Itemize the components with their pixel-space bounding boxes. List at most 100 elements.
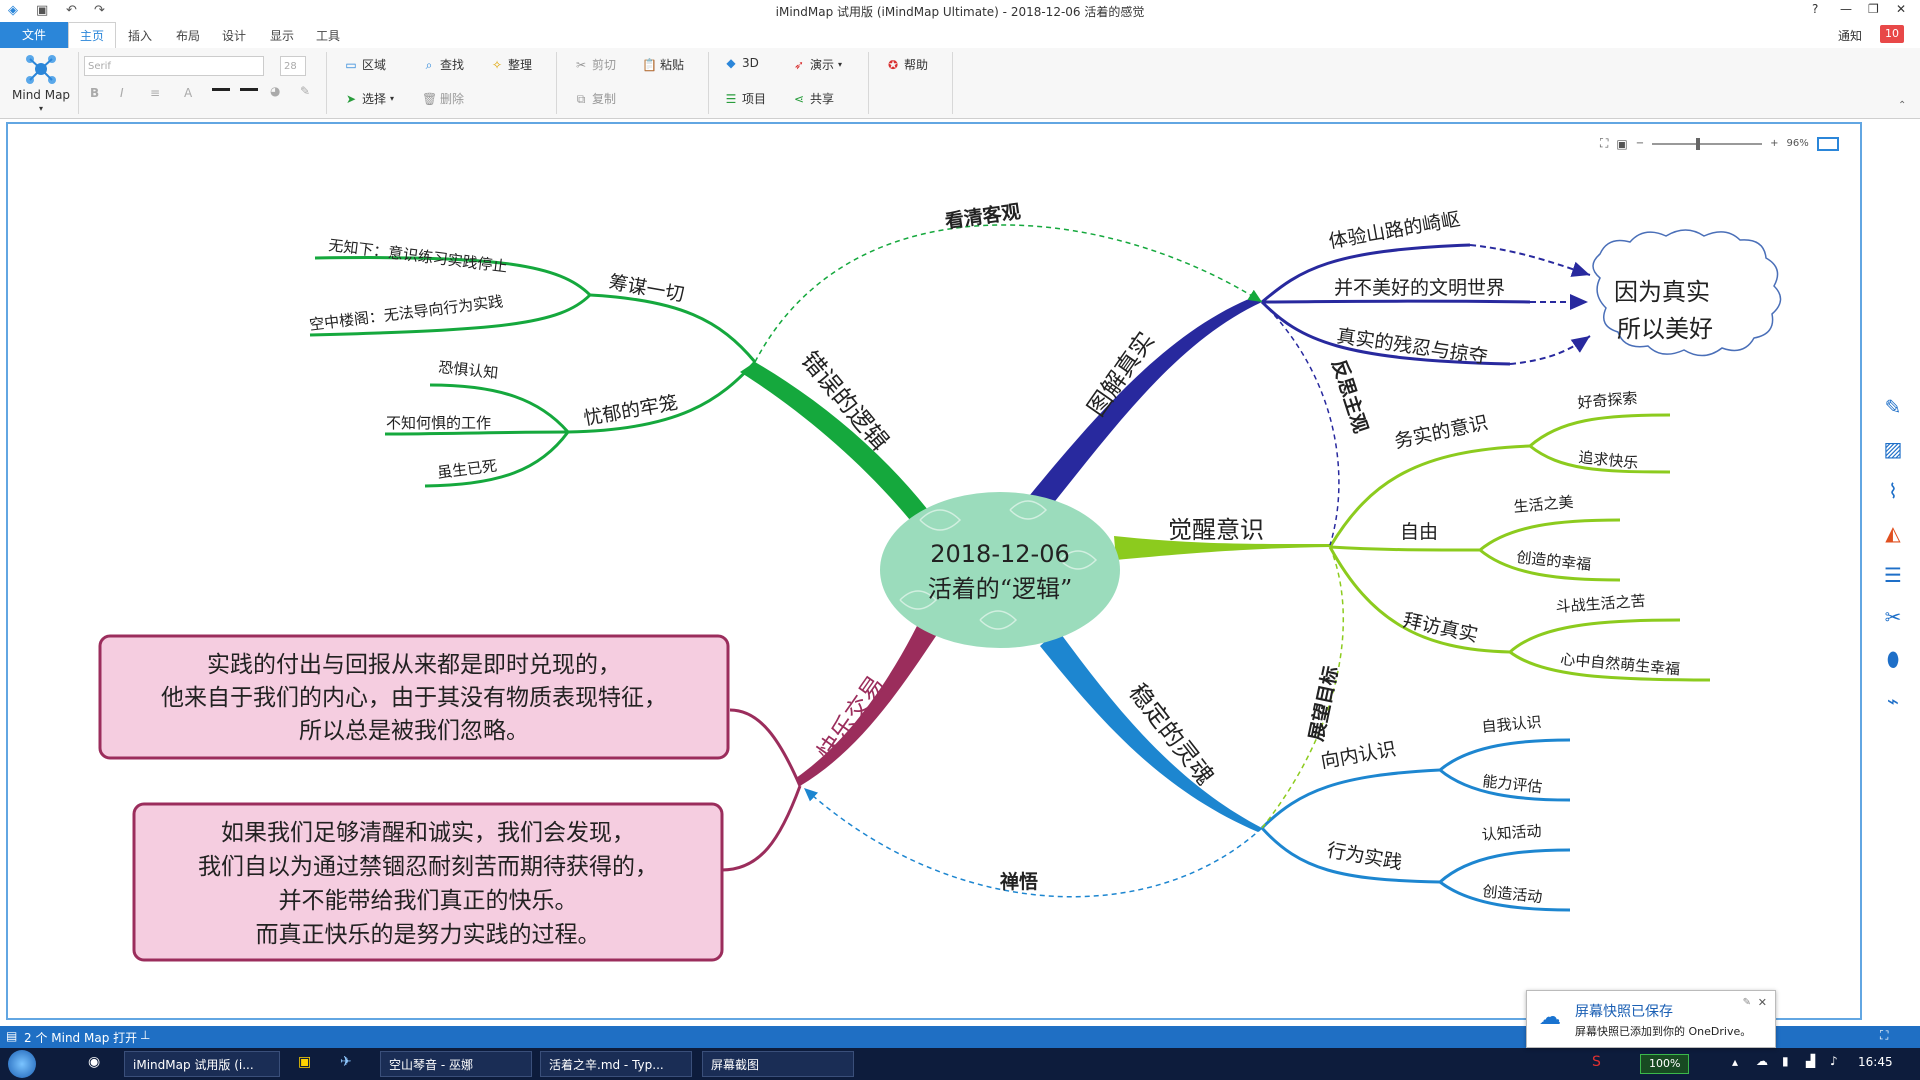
volume-icon[interactable]: ♪ xyxy=(1830,1054,1838,1068)
notes-icon[interactable]: ✎ xyxy=(1884,395,1902,419)
restore-button[interactable]: ❐ xyxy=(1868,2,1879,16)
notice-label[interactable]: 通知 xyxy=(1837,29,1862,43)
3d-button[interactable]: ◆3D xyxy=(724,56,759,70)
tab-tools[interactable]: 工具 xyxy=(316,29,341,43)
label-inward-1: 自我认识 xyxy=(1481,713,1542,736)
tab-layout[interactable]: 布局 xyxy=(176,29,201,43)
redo-icon[interactable]: ↷ xyxy=(94,3,105,18)
fit-screen-icon[interactable]: ⛶ xyxy=(1600,136,1609,150)
zoom-out-icon[interactable]: − xyxy=(1635,138,1645,149)
zoom-slider[interactable] xyxy=(1652,137,1763,150)
line-style-icon[interactable] xyxy=(212,88,230,91)
paste-button[interactable]: 📋粘贴 xyxy=(642,56,684,73)
task-imindmap[interactable]: iMindMap 试用版 (i... xyxy=(124,1051,280,1077)
fill-icon[interactable]: ◕ xyxy=(270,84,281,98)
relationship-see-objective[interactable] xyxy=(754,224,1263,363)
branch-awaken[interactable] xyxy=(1114,536,1330,560)
relationship-reflect[interactable] xyxy=(1261,301,1340,546)
region-label: 区域 xyxy=(362,58,387,72)
copy-button[interactable]: ⧉复制 xyxy=(574,90,616,107)
battery-indicator[interactable]: 100% xyxy=(1640,1054,1690,1074)
zoom-slider-thumb[interactable] xyxy=(1696,137,1701,150)
central-topic[interactable] xyxy=(880,492,1120,648)
separator xyxy=(78,52,79,114)
network-icon[interactable]: ▮ xyxy=(1782,1054,1789,1068)
tag-icon[interactable]: ⬮ xyxy=(1886,647,1900,671)
brush-icon[interactable]: ⌁ xyxy=(1886,689,1900,713)
select-button[interactable]: ➤选择▾ xyxy=(344,90,394,107)
label-hope: 展望目标 xyxy=(1304,664,1342,743)
zoom-in-icon[interactable]: + xyxy=(1770,138,1779,149)
toast-close-icon[interactable]: ✕ xyxy=(1757,996,1767,1009)
tab-file[interactable]: 文件 xyxy=(0,22,68,48)
mindmap-button[interactable]: Mind Map ▾ xyxy=(12,52,70,113)
note-box-2[interactable] xyxy=(132,802,724,962)
present-button[interactable]: ➶演示▾ xyxy=(792,56,842,73)
attachment-icon[interactable]: ⌇ xyxy=(1888,479,1898,503)
tab-insert[interactable]: 插入 xyxy=(128,29,153,43)
start-button[interactable] xyxy=(8,1050,36,1078)
help-button[interactable]: ? xyxy=(1812,2,1819,16)
bold-icon[interactable]: B xyxy=(90,86,100,100)
shapes-icon[interactable]: ◭ xyxy=(1885,521,1901,545)
italic-icon[interactable]: I xyxy=(120,86,124,100)
pin-icon[interactable]: ✎ xyxy=(1742,997,1751,1008)
save-icon[interactable]: ▣ xyxy=(36,3,49,18)
branch-soul-children xyxy=(1260,738,1571,912)
chrome-icon[interactable]: ◉ xyxy=(88,1054,101,1070)
app-icon: ◈ xyxy=(8,3,18,18)
note-box-2-line3: 并不能带给我们真正的快乐。 xyxy=(279,888,578,914)
tab-view[interactable]: 显示 xyxy=(270,29,295,43)
help-ribbon-button[interactable]: ✪帮助 xyxy=(886,56,928,73)
task-screenshot[interactable]: 屏幕截图 xyxy=(702,1051,854,1077)
signal-icon[interactable]: ▟ xyxy=(1806,1054,1816,1068)
fullscreen-icon[interactable]: ⛶ xyxy=(1880,1028,1889,1042)
branch-stable-soul[interactable] xyxy=(1040,630,1262,832)
share-button[interactable]: ⋖共享 xyxy=(792,90,834,107)
document-icon: ▤ xyxy=(6,1029,18,1043)
separator xyxy=(708,52,709,114)
project-button[interactable]: ☰项目 xyxy=(724,90,766,107)
font-color-icon[interactable]: A xyxy=(184,86,193,100)
onedrive-tray-icon[interactable]: ☁ xyxy=(1756,1054,1768,1068)
tab-design[interactable]: 设计 xyxy=(222,29,247,43)
folder-icon[interactable]: ▣ xyxy=(298,1054,312,1070)
onedrive-toast[interactable]: ☁ 屏幕快照已保存 屏幕快照已添加到你的 OneDrive。 ✎ ✕ xyxy=(1526,990,1776,1048)
pin-icon[interactable]: ⊥ xyxy=(140,1028,151,1042)
delete-button[interactable]: 🗑删除 xyxy=(422,90,464,107)
organize-button[interactable]: ✧整理 xyxy=(490,56,532,73)
panel-toggle-icon[interactable] xyxy=(1816,136,1839,151)
format-painter-icon[interactable]: ✎ xyxy=(300,84,311,98)
branch-wrong-logic[interactable] xyxy=(740,362,928,520)
open-count: 2 个 Mind Map 打开 xyxy=(24,1031,138,1045)
cut-button[interactable]: ✂剪切 xyxy=(574,56,616,73)
note-box-1[interactable] xyxy=(98,634,730,760)
relationship-hope[interactable] xyxy=(1261,546,1345,829)
minimize-button[interactable]: — xyxy=(1840,2,1852,16)
tray-expand-icon[interactable]: ▴ xyxy=(1732,1055,1739,1069)
image-icon[interactable]: ▨ xyxy=(1883,437,1903,461)
sogou-icon[interactable]: S xyxy=(1592,1054,1601,1070)
line-weight-icon[interactable] xyxy=(240,88,258,91)
tab-home[interactable]: 主页 xyxy=(68,22,116,48)
leaf-pattern xyxy=(899,500,1098,630)
task-music[interactable]: 空山琴音 - 巫娜 xyxy=(380,1051,532,1077)
branch-understand-reality[interactable] xyxy=(1030,296,1262,505)
font-size-select[interactable]: 28 xyxy=(280,56,306,76)
region-button[interactable]: ▭区域 xyxy=(344,56,386,73)
fit-map-icon[interactable]: ▣ xyxy=(1616,136,1628,151)
find-button[interactable]: ⌕查找 xyxy=(422,56,464,73)
cloud-callout[interactable] xyxy=(1592,229,1782,357)
bird-icon[interactable]: ✈ xyxy=(340,1054,352,1070)
notice-badge[interactable]: 10 xyxy=(1880,25,1904,43)
font-name-select[interactable]: Serif xyxy=(84,56,264,76)
close-button[interactable]: ✕ xyxy=(1896,2,1907,16)
scissors-icon[interactable]: ✂ xyxy=(1884,605,1902,629)
task-typora[interactable]: 活着之辛.md - Typ... xyxy=(540,1051,692,1077)
undo-icon[interactable]: ↶ xyxy=(66,3,77,18)
clock[interactable]: 16:45 xyxy=(1858,1055,1893,1069)
list-icon[interactable]: ☰ xyxy=(1884,563,1902,587)
branch-happy-trade[interactable] xyxy=(796,620,940,786)
collapse-ribbon-icon[interactable]: ⌃ xyxy=(1898,100,1907,111)
align-icon[interactable]: ≡ xyxy=(150,86,161,100)
